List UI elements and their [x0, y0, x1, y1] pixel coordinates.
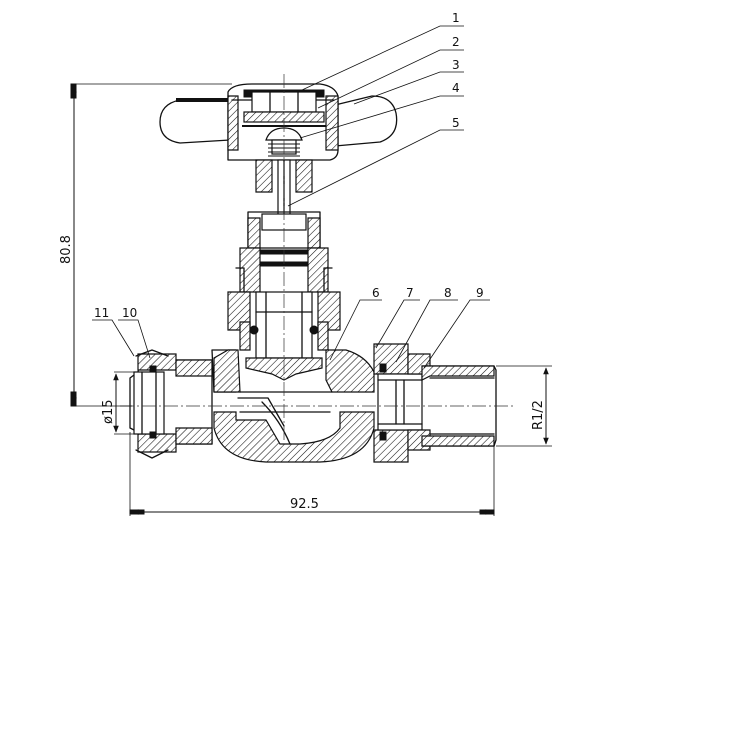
dimension-height: 80.8 [59, 83, 232, 407]
dimension-length: 92.5 [129, 432, 495, 516]
part-label-7: 7 [406, 286, 414, 300]
valve-body [211, 349, 375, 463]
part-label-1: 1 [452, 11, 460, 25]
right-union [373, 343, 497, 463]
dimension-thread: R1/2 [496, 365, 552, 447]
part-label-6: 6 [372, 286, 380, 300]
part-label-8: 8 [444, 286, 452, 300]
part-label-2: 2 [452, 35, 460, 49]
dimension-pipe-diameter-label: ø15 [101, 400, 116, 425]
part-label-10: 10 [122, 306, 137, 320]
part-label-11: 11 [94, 306, 109, 320]
part-label-3: 3 [452, 58, 460, 72]
dimension-pipe-diameter: ø15 [101, 371, 134, 435]
part-label-9: 9 [476, 286, 484, 300]
part-callouts: 1 2 3 4 5 6 7 8 9 10 11 [92, 11, 490, 369]
dimension-height-label: 80.8 [59, 235, 74, 264]
part-label-5: 5 [452, 116, 460, 130]
bonnet [227, 211, 341, 359]
dimension-thread-label: R1/2 [531, 400, 546, 430]
dimension-length-label: 92.5 [290, 497, 319, 512]
left-compression-fitting [129, 349, 213, 459]
part-label-4: 4 [452, 81, 460, 95]
